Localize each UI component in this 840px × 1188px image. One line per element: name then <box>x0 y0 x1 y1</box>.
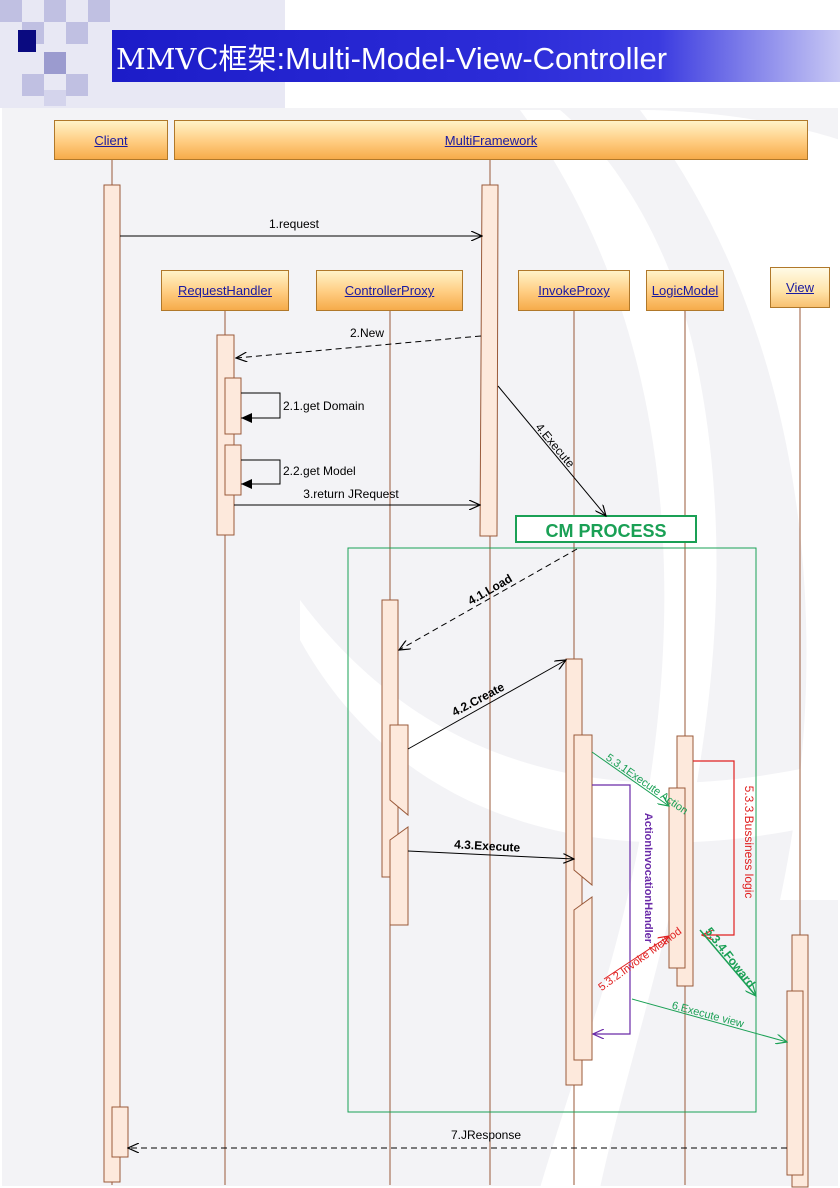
activation-requesthandler-model <box>224 444 242 496</box>
message-2-2-label: 2.2.get Model <box>283 464 356 478</box>
lifeline-invokeproxy: InvokeProxy <box>518 270 630 311</box>
message-5-3-1-execute-action <box>591 751 669 806</box>
message-2-1-label: 2.1.get Domain <box>283 399 364 413</box>
message-5-3-3-label: 5.3.3.Bussiness logic <box>742 786 756 899</box>
message-3-label: 3.return JRequest <box>303 487 399 501</box>
cm-process-label-box <box>515 515 697 543</box>
message-4-execute <box>497 385 606 516</box>
lifeline-client: Client <box>54 120 168 160</box>
message-4-2-label: 4.2.Create <box>450 680 508 719</box>
message-4-3-execute <box>407 850 574 859</box>
message-6-label: 6.Execute view <box>670 1000 745 1031</box>
activation-client-response <box>111 1106 129 1158</box>
cm-process-frame <box>347 547 757 1113</box>
activation-invokeproxy-handler <box>573 734 593 887</box>
message-4-3-label: 4.3.Execute <box>454 837 521 854</box>
title-prefix: MMVC框架 <box>116 42 277 76</box>
message-2-2-get-model <box>241 459 281 489</box>
handler-loop <box>592 784 631 1034</box>
message-4-label: 4.Execute <box>533 420 578 470</box>
page-title: MMVC框架:Multi-Model-View-Controller <box>116 36 667 78</box>
lifeline-multiframework: MultiFramework <box>174 120 808 160</box>
message-1-label: 1.request <box>269 217 320 231</box>
message-2-label: 2.New <box>350 326 384 340</box>
title-separator: : <box>276 41 286 76</box>
message-7-label: 7.JResponse <box>451 1128 521 1142</box>
activation-logicmodel-action <box>668 787 686 969</box>
message-6-execute-view <box>631 998 787 1042</box>
handler-label: ActionInvocationHandler <box>642 813 654 944</box>
lifeline-requesthandler: RequestHandler <box>161 270 289 311</box>
message-5-3-2-invoke-method <box>603 936 669 980</box>
activation-client <box>103 184 121 1183</box>
activation-framework <box>479 184 499 537</box>
title-main: Multi-Model-View-Controller <box>285 41 668 76</box>
message-5-3-4-foward <box>699 929 756 996</box>
message-4-1-load <box>399 548 578 650</box>
activation-invokeproxy-invoke <box>573 896 593 1061</box>
cm-process-label: CM PROCESS <box>545 521 666 541</box>
lifeline-controllerproxy: ControllerProxy <box>316 270 463 311</box>
activation-requesthandler-domain <box>224 377 242 435</box>
message-2-1-get-domain <box>241 392 281 423</box>
message-5-3-3-business-logic <box>693 760 735 935</box>
message-4-2-create <box>407 660 566 750</box>
lifeline-view: View <box>770 267 830 308</box>
lifeline-logicmodel: LogicModel <box>646 270 724 311</box>
activation-controllerproxy-execute <box>389 826 409 926</box>
activation-controllerproxy-create <box>389 724 409 817</box>
message-2-new <box>236 335 482 358</box>
activation-view-execute <box>786 990 804 1176</box>
title-bar <box>112 30 840 82</box>
activation-requesthandler <box>216 334 235 536</box>
